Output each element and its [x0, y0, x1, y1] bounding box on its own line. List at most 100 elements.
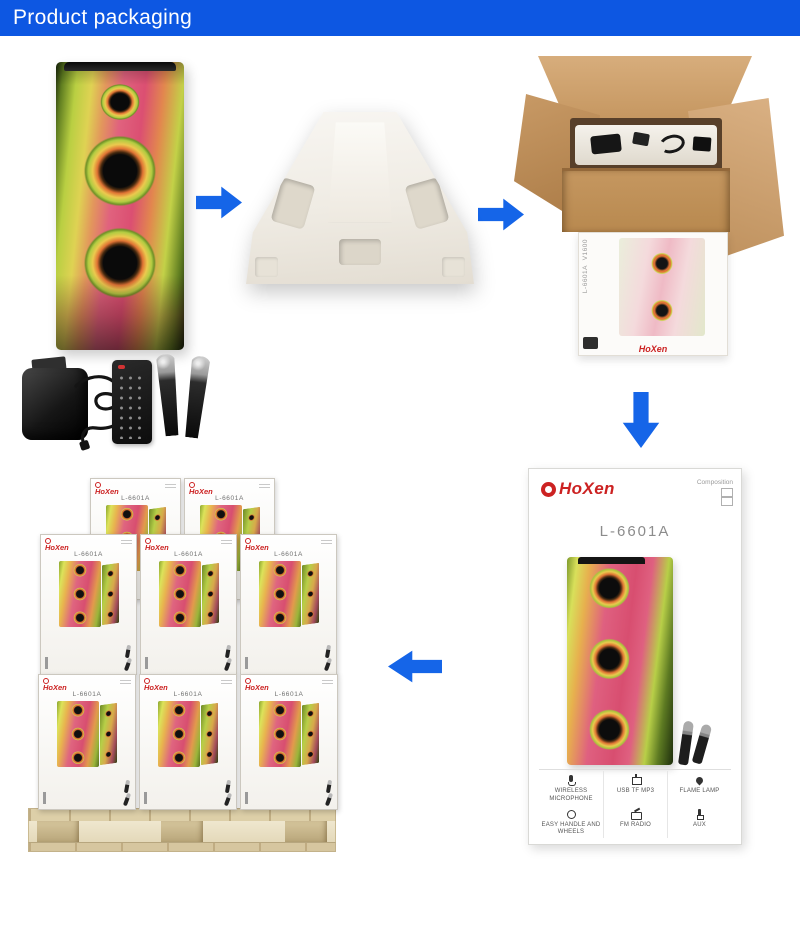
mini-box-header: HoXen: [95, 482, 176, 496]
microphones-print: [223, 779, 233, 807]
pallet-box-row: HoXen L-6601A HoXen: [40, 534, 337, 675]
brand-logo: HoXen: [245, 678, 269, 692]
microphones-print: [323, 644, 333, 672]
brand-logo: HoXen: [144, 678, 168, 692]
carton-icon: [721, 497, 733, 506]
certification-marks: [165, 482, 176, 490]
pallet-deck-board: [28, 808, 336, 821]
usb-icon: [631, 774, 642, 786]
wireless-microphone-photo: [154, 353, 182, 437]
speaker-side-face: [101, 562, 119, 626]
feature-usb-tf-mp3: USB TF MP3: [603, 771, 667, 805]
power-button-dot: [118, 365, 125, 369]
brand-logo-text: HoXen: [144, 683, 168, 692]
mini-box-footer: [245, 644, 333, 672]
model-number: L-6601A: [74, 551, 103, 558]
packed-carton-box: HoXen L-6601A: [38, 674, 136, 810]
model-number: L-6601A: [599, 523, 671, 540]
certification-marks: [321, 538, 332, 546]
carton-opening: [570, 118, 722, 172]
microphone-icon: [124, 644, 132, 659]
speaker-front-face: [258, 561, 301, 627]
microphones-print: [123, 644, 133, 672]
brand-logo-icon: [245, 538, 251, 544]
microphone-icon: [123, 657, 133, 672]
packaging-flow-diagram: V1600 L-6601A HoXen HoXen Composition: [0, 36, 800, 946]
feature-grid: WIRELESS MICROPHONE USB TF MP3 FLAME LAM…: [539, 771, 731, 838]
speaker-print: [144, 701, 232, 767]
microphone-icon: [223, 792, 233, 807]
microphone-icon: [122, 792, 132, 807]
wheel-icon: [566, 809, 576, 820]
speaker-front-face: [158, 561, 201, 627]
section-header: Product packaging: [0, 0, 800, 36]
mini-box-header: HoXen: [45, 538, 132, 552]
microphone-icon: [566, 775, 576, 786]
packed-carton-box: HoXen L-6601A: [240, 674, 338, 810]
foam-bottom-recess: [339, 239, 381, 266]
packed-item: [692, 136, 712, 152]
microphones-print: [324, 779, 334, 807]
tweeter-driver: [96, 80, 144, 124]
brand-logo-icon: [43, 678, 49, 684]
arrow-down-icon: [622, 392, 660, 448]
composition-label: Composition: [696, 479, 733, 486]
speaker-front-face: [158, 701, 200, 767]
pallet-block: [37, 821, 79, 842]
brand-logo-text: HoXen: [95, 487, 119, 496]
foam-insert-photo: [246, 112, 474, 284]
brand-logo-icon: [144, 678, 150, 684]
mini-box-header: HoXen: [245, 678, 333, 692]
foam-center-plateau: [328, 122, 392, 223]
pallet-box-row: HoXen L-6601A HoXen: [38, 674, 338, 810]
feature-aux: AUX: [667, 804, 731, 838]
speaker-side-face: [301, 562, 319, 626]
speaker-front-face: [57, 701, 99, 767]
wireless-microphone-photo: [181, 355, 212, 439]
microphone-icon: [224, 779, 232, 794]
feature-icons: [43, 792, 46, 806]
printed-box-panel: V1600 L-6601A HoXen: [578, 232, 728, 356]
flame-icon: [695, 775, 705, 786]
box-side-code: V1600: [582, 239, 589, 261]
brand-logo-icon: [95, 482, 101, 488]
feature-easy-handle-wheels: EASY HANDLE AND WHEELS: [539, 805, 603, 839]
brand-logo: HoXen: [95, 482, 119, 496]
microphone-icon: [323, 657, 333, 672]
mini-box-footer: [43, 779, 132, 807]
brand-logo-icon: [145, 538, 151, 544]
feature-icons: [245, 792, 248, 806]
speaker-print: [245, 701, 333, 767]
feature-label: USB TF MP3: [616, 788, 655, 794]
brand-logo: HoXen: [43, 678, 67, 692]
speaker-print: [43, 701, 131, 767]
section-title: Product packaging: [13, 6, 193, 29]
carton-front-panel: [562, 168, 730, 232]
remote-control-photo: [112, 360, 152, 444]
feature-label: FM RADIO: [620, 821, 651, 828]
foam-left-recess: [270, 176, 316, 230]
microphone-print: [691, 723, 713, 765]
mini-box-header: HoXen: [245, 538, 332, 551]
speaker-print: [145, 561, 232, 627]
arrow-right-icon: [196, 186, 242, 219]
microphone-icon: [325, 779, 333, 794]
feature-icons: [45, 657, 48, 671]
packed-cable-coil: [657, 131, 687, 157]
packed-carton-box: HoXen L-6601A: [139, 674, 237, 810]
pallet-bottom-board: [28, 842, 336, 852]
foam-right-recess: [404, 176, 450, 230]
microphone-icon: [223, 657, 233, 672]
wooden-pallet: [28, 808, 336, 852]
woofer-driver: [76, 220, 164, 306]
open-carton-photo: V1600 L-6601A HoXen: [512, 54, 784, 364]
foam-corner-tab: [255, 256, 278, 278]
packed-carton-box: HoXen L-6601A: [40, 534, 137, 675]
brand-logo: HoXen: [45, 538, 69, 552]
brand-logo-text: HoXen: [638, 344, 668, 354]
model-number: L-6601A: [174, 551, 203, 558]
feature-icons: [145, 657, 148, 671]
brand-logo-text: HoXen: [43, 683, 67, 692]
speaker-print: [567, 557, 673, 765]
